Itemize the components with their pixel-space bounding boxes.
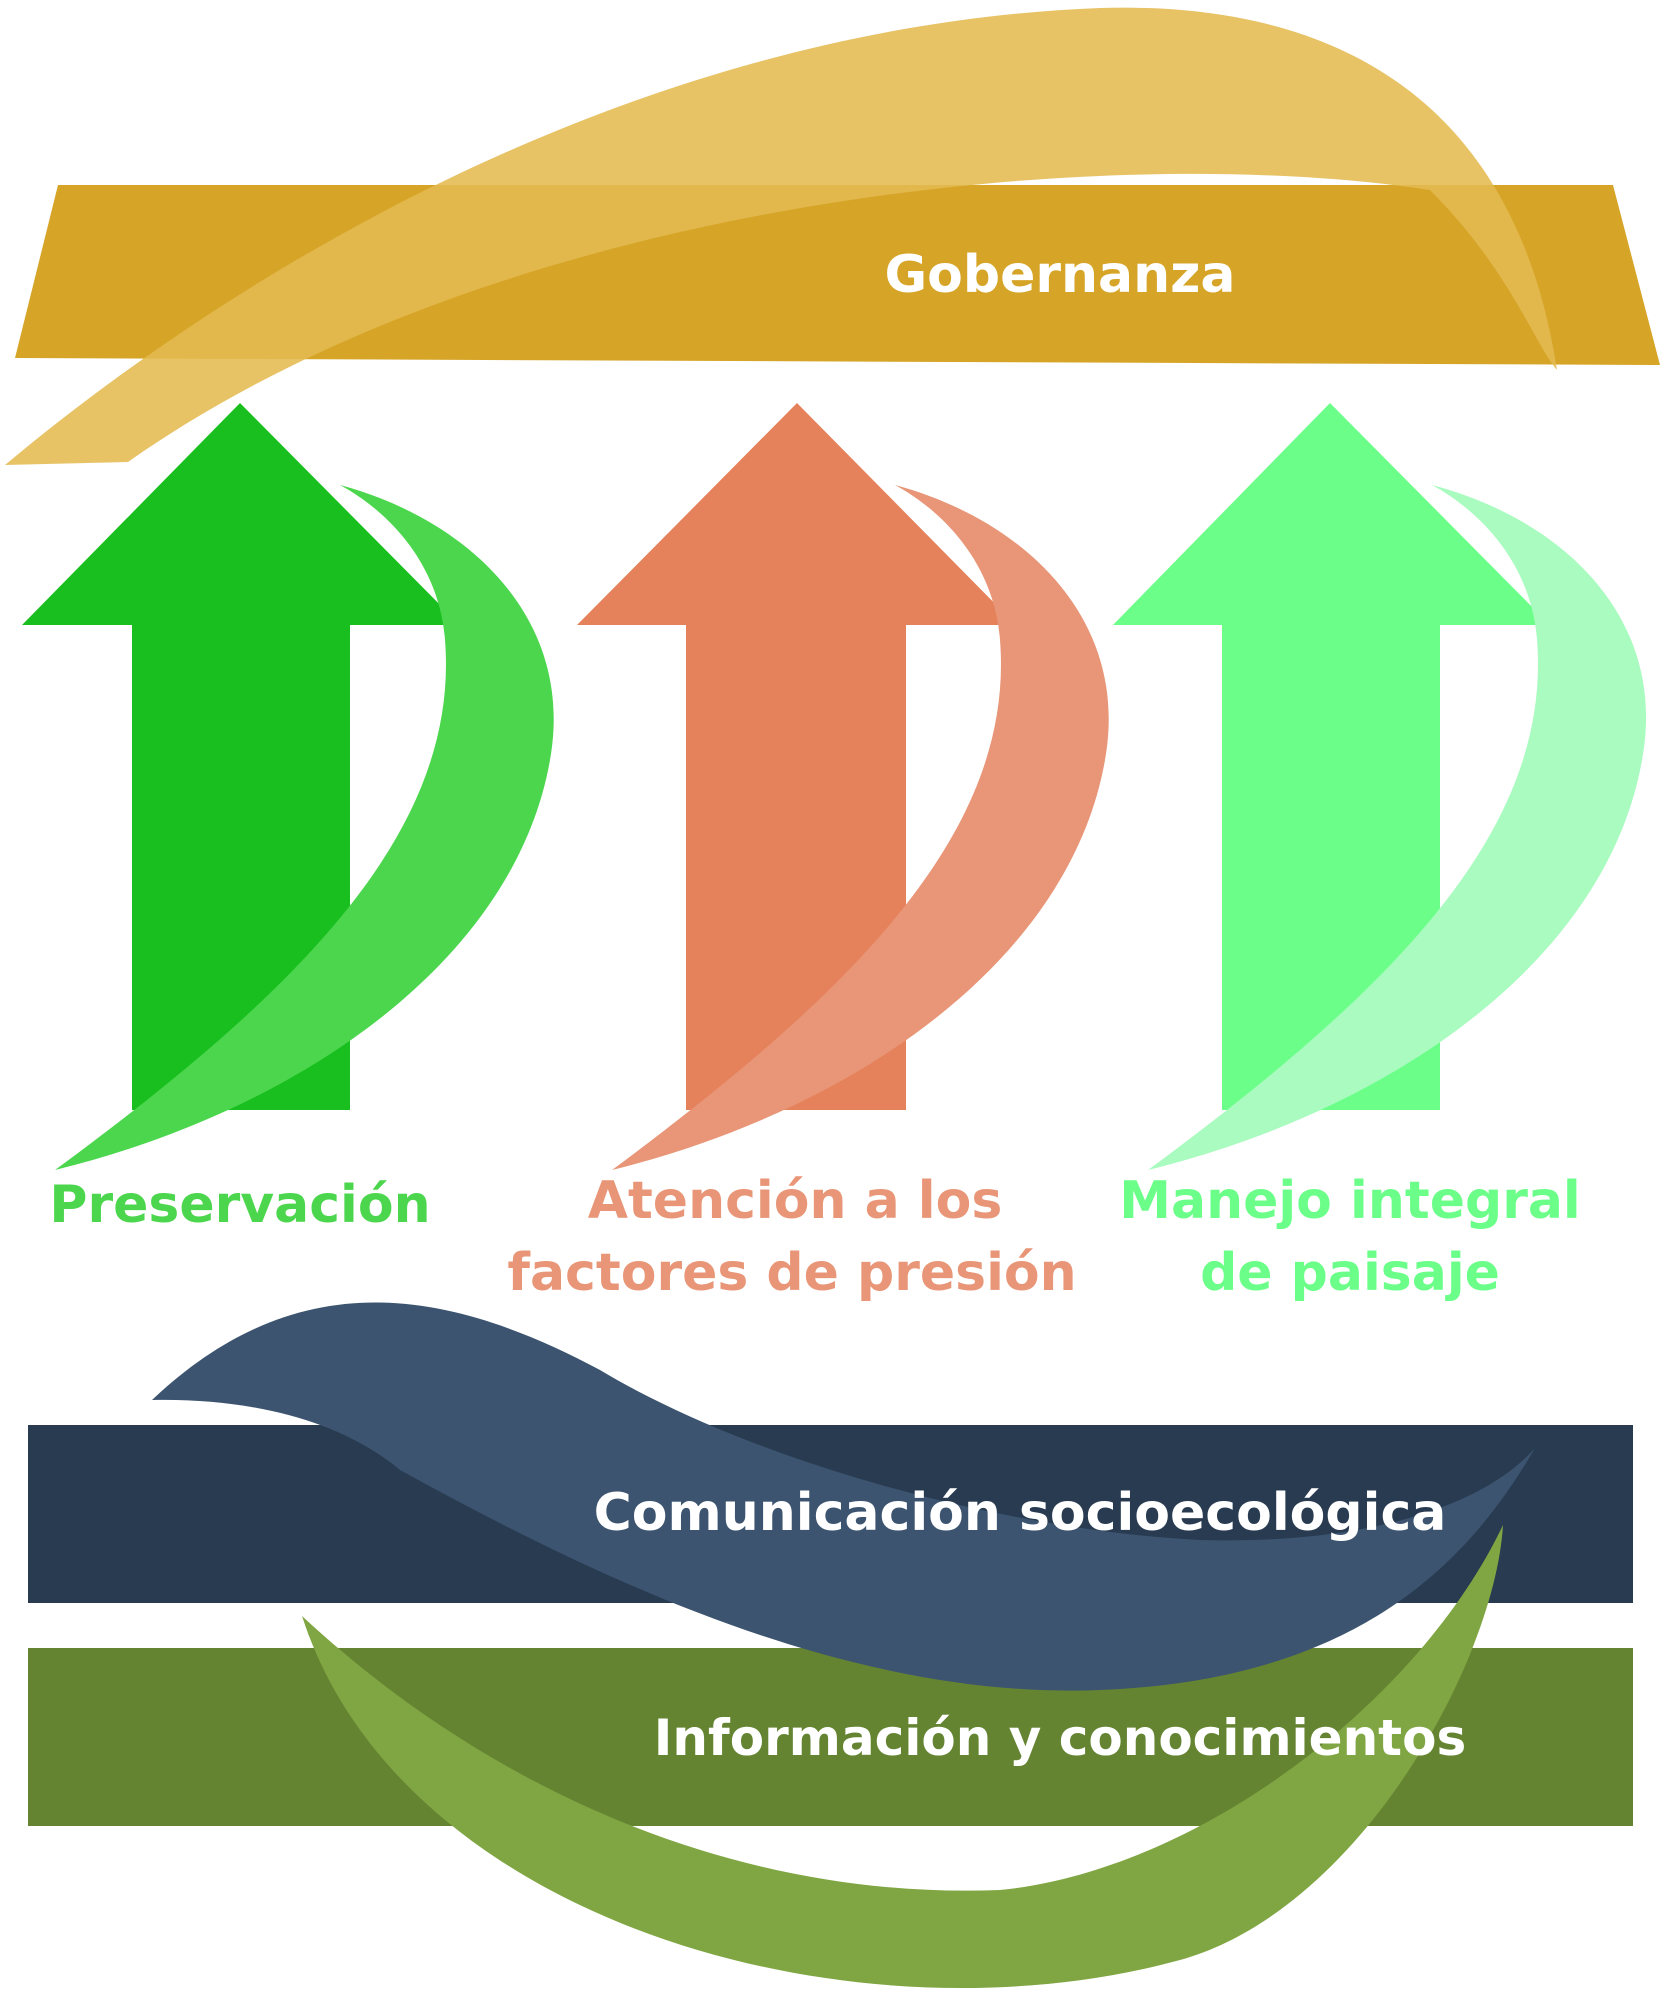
- landscape-label-line1: Manejo integral: [1119, 1171, 1581, 1231]
- pressure-label-line2: factores de presión: [507, 1243, 1076, 1303]
- preservation-label: Preservación: [49, 1175, 430, 1235]
- governance-label: Gobernanza: [884, 245, 1235, 305]
- preservation-swoosh: [55, 485, 554, 1170]
- landscape-label-line2: de paisaje: [1200, 1243, 1500, 1303]
- information-swoosh: [302, 1525, 1503, 1989]
- landscape-swoosh: [1148, 485, 1647, 1170]
- pressure-arrow: [577, 403, 1016, 1110]
- governance-swoosh: [5, 7, 1557, 465]
- preservation-arrow: [22, 403, 460, 1110]
- communication-swoosh: [152, 1302, 1535, 1691]
- information-label: Información y conocimientos: [654, 1709, 1466, 1767]
- communication-label: Comunicación socioecológica: [594, 1483, 1447, 1543]
- pressure-label-line1: Atención a los: [588, 1171, 1003, 1231]
- pressure-swoosh: [612, 485, 1109, 1170]
- landscape-arrow: [1113, 403, 1550, 1110]
